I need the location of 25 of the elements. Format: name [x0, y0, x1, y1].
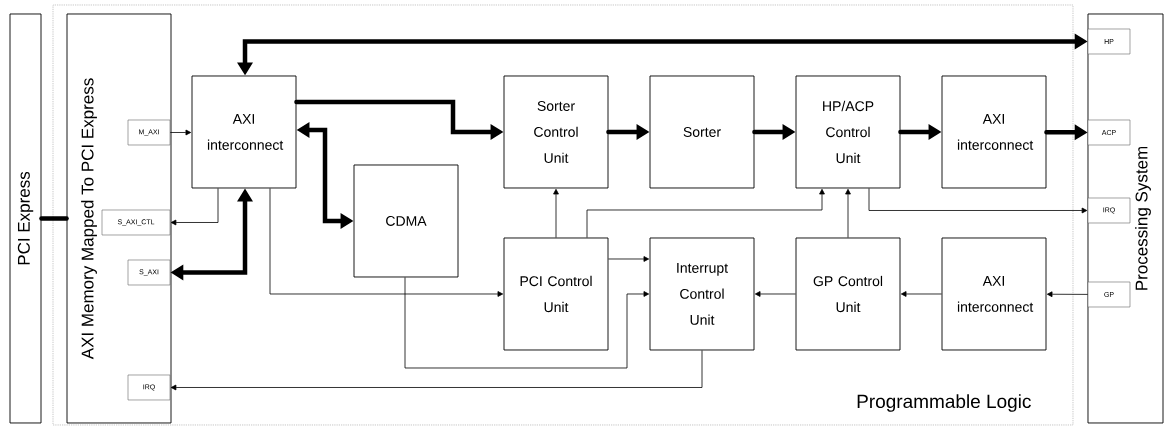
arrow	[1046, 291, 1089, 298]
arrow	[845, 188, 851, 238]
arrow	[553, 188, 559, 238]
arrow	[269, 188, 504, 297]
arrow	[169, 129, 192, 136]
arrow	[900, 291, 942, 297]
arrow	[586, 188, 825, 238]
arrow	[170, 188, 219, 226]
arrow	[608, 256, 650, 262]
arrow	[404, 277, 650, 369]
block-box: Sorter Control Unit	[503, 75, 609, 189]
block-box: GP Control Unit	[795, 237, 901, 351]
block-box: Sorter	[649, 75, 755, 189]
arrow	[754, 291, 796, 297]
arrow	[868, 188, 1088, 214]
block-box: AXI interconnect	[941, 75, 1047, 189]
block-box: Interrupt Control Unit	[649, 237, 755, 351]
bus-bar: PCI Express	[9, 13, 42, 424]
block-box: AXI interconnect	[191, 75, 297, 189]
block-box: PCI Control Unit	[503, 237, 609, 351]
block-box: CDMA	[353, 164, 459, 278]
block-box: AXI interconnect	[941, 237, 1047, 351]
connector-line	[39, 216, 69, 221]
block-box: HP/ACP Control Unit	[795, 75, 901, 189]
arrow	[170, 350, 703, 391]
